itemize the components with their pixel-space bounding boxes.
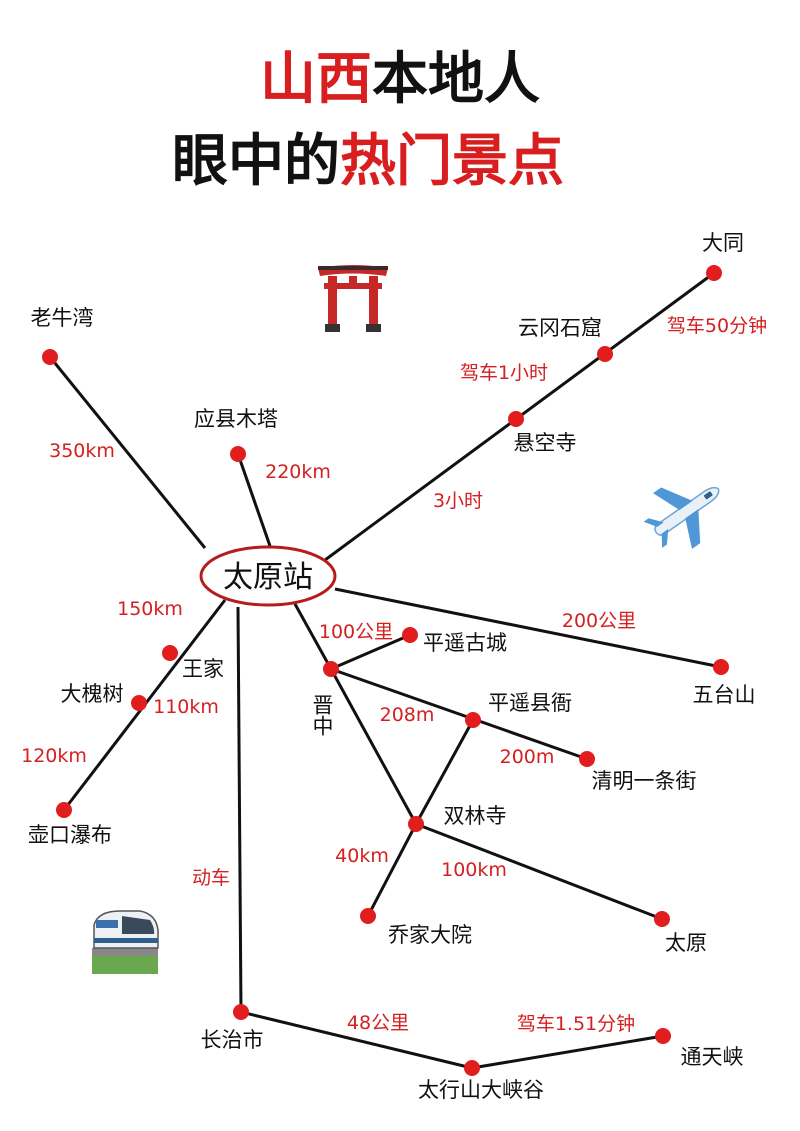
dot-pingyao-street: [465, 712, 481, 728]
hub-ellipse: [199, 545, 337, 607]
place-pingyao-old: 平遥古城: [423, 631, 507, 655]
route-line-shuanglin: [329, 668, 418, 825]
route-line-laoniuwan: [48, 356, 207, 549]
route-labels: 3小时 驾车1小时 驾车50分钟 350km 220km 200公里 100公里…: [21, 315, 767, 1035]
place-taihang: 太行山大峡谷: [418, 1078, 544, 1102]
route-label-jinzhong-qingming: 208m: [380, 704, 435, 726]
dot-shuanglin: [408, 816, 424, 832]
route-label-hub-xuankong: 3小时: [433, 490, 483, 512]
route-label-jinzhong-pingyao: 100公里: [319, 621, 393, 643]
place-datong: 大同: [702, 231, 744, 255]
place-qiaojia: 乔家大院: [388, 923, 472, 947]
torii-gate-icon: [318, 265, 388, 332]
route-line-taiyuan: [415, 822, 663, 921]
dot-qingming: [579, 751, 595, 767]
place-laoniuwan: 老牛湾: [31, 306, 94, 330]
place-yingxian: 应县木塔: [194, 407, 278, 431]
route-line-qingming: [330, 667, 588, 761]
hub-label: 太原站: [223, 560, 313, 595]
dot-pingyao-old: [402, 627, 418, 643]
route-line-jinzhong: [293, 603, 333, 670]
place-hukou: 壶口瀑布: [28, 823, 112, 847]
title-line-2: 眼中的热门景点: [172, 129, 564, 194]
dot-qiaojia: [360, 908, 376, 924]
route-line-qiaojia: [366, 823, 418, 917]
place-wangjia: 王家: [182, 657, 224, 681]
dot-yingxian: [230, 446, 246, 462]
dot-xuankong: [508, 411, 524, 427]
route-label-laoniuwan: 350km: [49, 440, 115, 462]
route-label-pingyao-qingming: 200m: [500, 746, 555, 768]
route-label-wangjia: 150km: [117, 598, 183, 620]
route-line-wutai: [334, 587, 722, 669]
route-line-pingyao-shuanglin: [414, 719, 475, 825]
route-label-dahuai: 110km: [153, 696, 219, 718]
place-changzhi: 长治市: [201, 1028, 264, 1052]
title-line-1: 山西本地人: [260, 47, 540, 112]
dot-jinzhong: [323, 661, 339, 677]
station-dots: [42, 265, 729, 1076]
dot-taiyuan: [654, 911, 670, 927]
route-label-hukou: 120km: [21, 745, 87, 767]
route-line-taihang: [240, 1010, 473, 1070]
place-yungang: 云冈石窟: [518, 316, 602, 340]
dot-yungang: [597, 346, 613, 362]
dot-wangjia: [162, 645, 178, 661]
dot-dahuai: [131, 695, 147, 711]
place-tongtian: 通天峡: [681, 1045, 744, 1069]
place-qingming: 清明一条街: [592, 769, 697, 793]
route-label-tongtian: 驾车1.51分钟: [517, 1013, 635, 1035]
place-labels: 大同 云冈石窟 悬空寺 老牛湾 应县木塔 五台山 平遥古城 晋中 平遥县衙 清明…: [28, 231, 756, 1102]
dot-datong: [706, 265, 722, 281]
route-label-taiyuan: 100km: [441, 859, 507, 881]
route-label-wutai: 200公里: [562, 610, 636, 632]
place-taiyuan: 太原: [665, 931, 707, 955]
place-wutai: 五台山: [693, 683, 756, 707]
route-line-yingxian: [236, 453, 272, 547]
place-dahuai: 大槐树: [61, 682, 124, 706]
place-pingyao-street: 平遥县衙: [488, 691, 572, 715]
dot-taihang: [464, 1060, 480, 1076]
dot-wutai: [713, 659, 729, 675]
dot-changzhi: [233, 1004, 249, 1020]
route-line-pingyao-old: [330, 633, 411, 671]
place-xuankong: 悬空寺: [514, 431, 577, 455]
route-label-qiaojia: 40km: [335, 845, 389, 867]
route-label-yingxian: 220km: [265, 461, 331, 483]
dot-hukou: [56, 802, 72, 818]
route-lines: [48, 271, 722, 1070]
route-label-yungang-datong: 驾车50分钟: [667, 315, 767, 337]
train-icon: [92, 910, 159, 974]
place-jinzhong: 晋中: [310, 694, 334, 736]
route-line-changzhi: [236, 606, 243, 1013]
dot-laoniuwan: [42, 349, 58, 365]
dot-tongtian: [655, 1028, 671, 1044]
place-shuanglin: 双林寺: [444, 804, 507, 828]
route-label-changzhi: 动车: [192, 867, 230, 889]
route-label-xuankong-yungang: 驾车1小时: [460, 362, 548, 384]
airplane-icon: [643, 486, 720, 549]
route-label-taihang: 48公里: [347, 1012, 409, 1034]
route-line-tongtian: [471, 1034, 664, 1070]
